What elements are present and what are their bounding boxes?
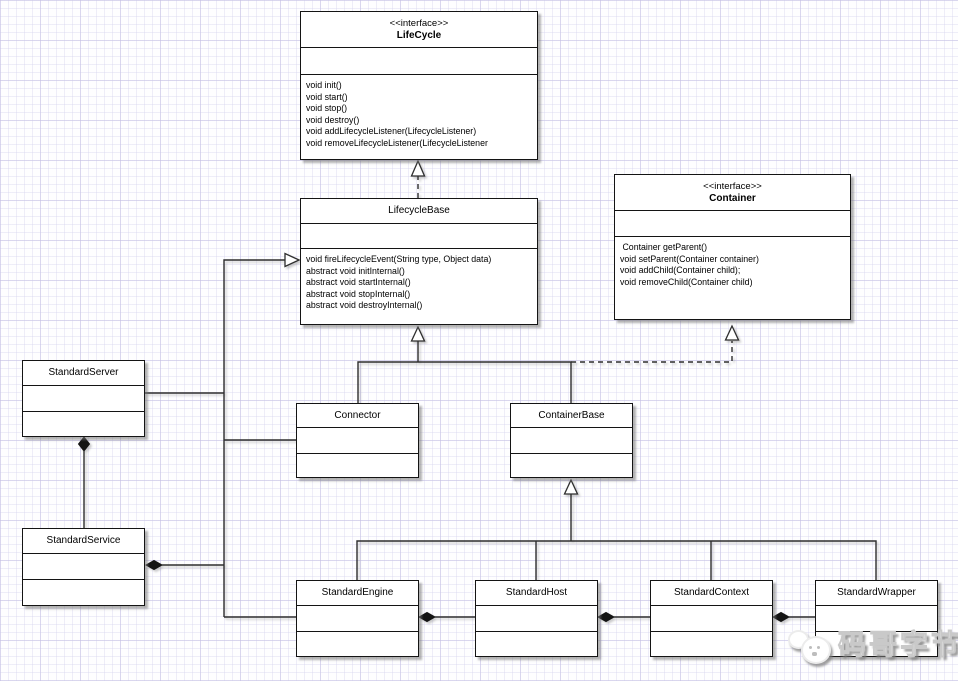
- class-standardengine-header: StandardEngine: [297, 581, 418, 606]
- class-standardserver-methods: [23, 412, 144, 436]
- method-line: Container getParent(): [620, 242, 708, 252]
- class-connector-header: Connector: [297, 404, 418, 428]
- class-name: StandardWrapper: [837, 587, 916, 598]
- class-lifecyclebase-header: LifecycleBase: [301, 199, 537, 224]
- class-name: StandardServer: [48, 367, 119, 378]
- class-name: StandardService: [46, 535, 121, 546]
- stereotype-label: <<interface>>: [703, 180, 762, 192]
- watermark-text: 码哥字节: [837, 629, 958, 661]
- edge-composition-standardserver-standardservice: [77, 436, 91, 528]
- edge-generalization-trunk-lifecyclebase: [223, 252, 301, 617]
- class-name: ContainerBase: [538, 409, 605, 421]
- class-standardserver-header: StandardServer: [23, 361, 144, 386]
- class-standardcontext-header: StandardContext: [651, 581, 772, 606]
- class-standardhost: StandardHost: [475, 580, 598, 657]
- class-containerbase-methods: [511, 454, 632, 477]
- class-standardservice-methods: [23, 580, 144, 605]
- class-standardservice-attributes: [23, 554, 144, 580]
- class-standardserver-attributes: [23, 386, 144, 412]
- class-name: StandardEngine: [321, 587, 394, 598]
- method-line: void removeLifecycleListener(LifecycleLi…: [306, 137, 488, 148]
- class-name: Connector: [334, 409, 381, 421]
- class-standardwrapper: StandardWrapper: [815, 580, 938, 657]
- class-container-header: <<interface>> Container: [615, 175, 850, 211]
- class-containerbase: ContainerBase: [510, 403, 633, 478]
- class-lifecycle-attributes: [301, 48, 537, 75]
- class-standardhost-attributes: [476, 606, 597, 632]
- method-line: abstract void initInternal(): [306, 265, 405, 276]
- class-standardwrapper-attributes: [816, 606, 937, 632]
- edge-composition-standardcontext-standardwrapper: [771, 611, 815, 623]
- method-line: void addLifecycleListener(LifecycleListe…: [306, 126, 477, 137]
- class-name: LifecycleBase: [388, 205, 450, 216]
- class-lifecyclebase-methods: void fireLifecycleEvent(String type, Obj…: [301, 249, 537, 324]
- edge-realization-containerbase-container: [571, 324, 740, 363]
- method-line: abstract void destroyInternal(): [306, 300, 423, 311]
- class-standardcontext-attributes: [651, 606, 772, 632]
- class-standardhost-methods: [476, 632, 597, 656]
- class-standardservice-header: StandardService: [23, 529, 144, 554]
- edge-composition-standardengine-standardhost: [417, 611, 475, 623]
- class-container: <<interface>> Container Container getPar…: [614, 174, 851, 320]
- method-line: void init(): [306, 80, 342, 90]
- method-line: void setParent(Container container): [620, 253, 759, 264]
- class-standardcontext: StandardContext: [650, 580, 773, 657]
- class-standardengine-attributes: [297, 606, 418, 632]
- class-containerbase-attributes: [511, 428, 632, 454]
- class-standardwrapper-header: StandardWrapper: [816, 581, 937, 606]
- class-lifecyclebase: LifecycleBase void fireLifecycleEvent(St…: [300, 198, 538, 325]
- method-line: void stop(): [306, 103, 348, 114]
- edge-composition-standardhost-standardcontext: [596, 611, 650, 623]
- method-line: void removeChild(Container child): [620, 276, 753, 287]
- stereotype-label: <<interface>>: [389, 17, 449, 29]
- chat-bubbles-logo-icon: [786, 620, 838, 666]
- class-standardengine: StandardEngine: [296, 580, 419, 657]
- class-lifecyclebase-attributes: [301, 224, 537, 249]
- class-connector-attributes: [297, 428, 418, 454]
- edge-generalization-connector-containerbase-lifecyclebase: [357, 325, 572, 403]
- edge-generalization-children-containerbase: [356, 478, 877, 580]
- method-line: abstract void startInternal(): [306, 277, 411, 288]
- class-standardservice: StandardService: [22, 528, 145, 606]
- class-standardserver: StandardServer: [22, 360, 145, 437]
- class-name: StandardContext: [673, 587, 750, 598]
- class-lifecycle: <<interface>> LifeCycle void init()void …: [300, 11, 538, 160]
- class-standardengine-methods: [297, 632, 418, 656]
- class-container-methods: Container getParent()void setParent(Cont…: [615, 237, 850, 319]
- class-lifecycle-methods: void init()void start()void stop()void d…: [301, 75, 537, 159]
- class-lifecycle-header: <<interface>> LifeCycle: [301, 12, 537, 48]
- class-name: LifeCycle: [396, 29, 442, 41]
- watermark: 码哥字节: [786, 620, 958, 666]
- method-line: void destroy(): [306, 114, 360, 125]
- class-containerbase-header: ContainerBase: [511, 404, 632, 428]
- class-standardhost-header: StandardHost: [476, 581, 597, 606]
- class-name: Container: [709, 192, 756, 204]
- class-name: StandardHost: [505, 587, 568, 598]
- method-line: void addChild(Container child);: [620, 265, 741, 276]
- class-connector-methods: [297, 454, 418, 477]
- edge-composition-standardservice-trunk: [144, 559, 224, 571]
- class-standardcontext-methods: [651, 632, 772, 656]
- method-line: void start(): [306, 91, 348, 102]
- method-line: void fireLifecycleEvent(String type, Obj…: [306, 254, 492, 264]
- edge-realization-lifecyclebase-lifecycle: [410, 159, 426, 198]
- class-connector: Connector: [296, 403, 419, 478]
- method-line: abstract void stopInternal(): [306, 288, 411, 299]
- class-container-attributes: [615, 211, 850, 237]
